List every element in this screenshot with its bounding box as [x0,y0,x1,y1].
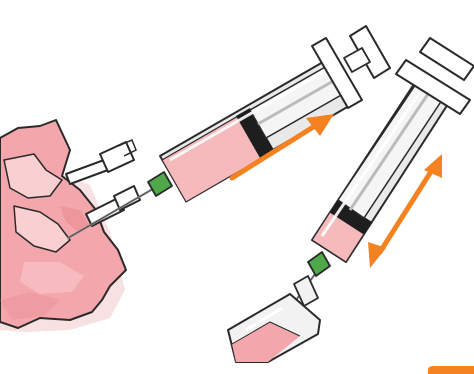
syringe-with-vial [256,37,474,354]
needle-hub-b [307,251,331,277]
needle-hub-a [147,171,173,197]
syringe-drawing-from-bag [66,25,391,240]
corner-accent [428,366,474,374]
vial-liquid [232,322,300,362]
iv-bag [0,119,127,332]
double-direction-arrow [368,154,442,268]
medication-vial [227,275,321,363]
injection-port [65,139,141,227]
single-direction-arrow [229,114,334,181]
plunger-stopper-a [236,108,274,158]
